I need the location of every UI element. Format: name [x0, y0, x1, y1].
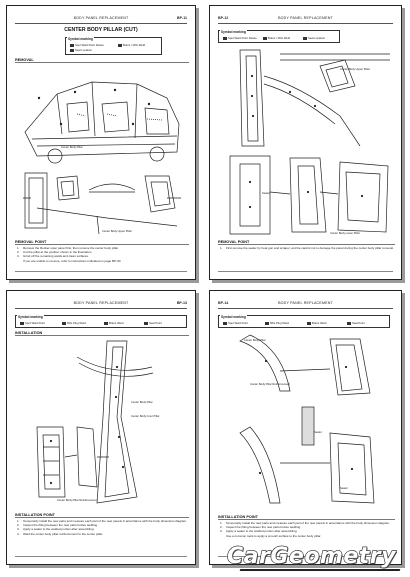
callout-label: Sealer: [314, 431, 322, 434]
step-item: 3.Apply a sealer to the welded portion a…: [17, 527, 95, 532]
page-footer-rule: [15, 556, 187, 558]
manual-page-4: BP-14 BODY PANEL REPLACEMENT Symbol mark…: [209, 290, 402, 565]
legend-item: Braze / MIG Weld: [118, 43, 145, 47]
page-header: BP-12 BODY PANEL REPLACEMENT: [218, 15, 393, 24]
legend-item: Seal Location: [303, 36, 325, 40]
manual-page-3: BODY PANEL REPLACEMENT BP-13 Symbol mark…: [6, 290, 196, 565]
page-header: BODY PANEL REPLACEMENT BP-11: [15, 15, 187, 24]
lower-pillar-illustration: [220, 152, 394, 238]
callout-label: Center Body Lower Pillar: [330, 232, 360, 235]
removal-point-heading: REMOVAL POINT: [15, 240, 189, 245]
upper-joint-illustration: [220, 331, 396, 401]
removal-point-heading: REMOVAL POINT: [218, 240, 395, 245]
callout-label: Center Body Pillar: [244, 339, 266, 342]
removal-heading: REMOVAL: [15, 58, 189, 63]
legend-item: Seal Point: [347, 321, 365, 325]
legend-item: Seal Location: [70, 48, 92, 52]
removal-steps: 1.Remove the Rocker outer panel first, t…: [17, 246, 189, 263]
step-item: 3.Apply a sealer to the welded portion a…: [220, 529, 298, 534]
legend-item: Spot Weld Point: [223, 321, 248, 325]
removal-steps: 1.First remove the sealer by heat gun an…: [220, 246, 395, 250]
installation-heading: INSTALLATION: [15, 331, 189, 336]
page-footer-rule: [15, 271, 187, 273]
page-header: BP-14 BODY PANEL REPLACEMENT: [218, 300, 393, 309]
section-title: CENTER BODY PILLAR (CUT): [64, 27, 138, 33]
legend-item: Spot Weld Point: [20, 321, 45, 325]
callout-label: Center Body Pillar Reinforcement: [57, 499, 97, 502]
page-footer-rule: [218, 556, 393, 558]
legend-item: Braze / MIG Weld: [263, 36, 290, 40]
manual-page-2: BP-12 BODY PANEL REPLACEMENT Symbol mark…: [209, 5, 402, 280]
page-code: BP-13: [176, 301, 187, 305]
step-item: 2.Cut the pillar at the position shown i…: [17, 250, 93, 255]
callout-label: Center Body Pillar Reinforcement: [250, 383, 290, 386]
installation-point-heading: INSTALLATION POINT: [218, 515, 395, 520]
callout-label: Sealer: [262, 192, 270, 195]
legend-item: Braze Weld: [104, 321, 123, 325]
step-item: 2.Inspect the fitting between the new pa…: [17, 523, 98, 528]
callout-label: Sealer: [340, 487, 348, 490]
callout-label: Center Body Pillar: [61, 146, 83, 149]
symbol-legend: Symbol marking Spot Weld Point MIG Plug …: [218, 315, 390, 328]
symbol-legend: Symbol marking Spot Weld Point Delete Br…: [218, 30, 340, 43]
page-footer-rule: [218, 271, 393, 273]
symbol-legend: Symbol marking Spot Weld Point MIG Plug …: [15, 315, 187, 328]
step-item: 1.Temporarily install the new parts and …: [220, 521, 390, 525]
header-title: BODY PANEL REPLACEMENT: [278, 301, 333, 305]
step-item: 3.Grind off the remaining welds and clea…: [17, 254, 89, 259]
page-code: BP-12: [218, 16, 229, 20]
legend-title: Symbol marking: [220, 315, 247, 319]
step-item: 1.First remove the sealer by heat gun an…: [220, 246, 394, 250]
car-body-side-illustration: [17, 64, 189, 164]
pillar-installation-illustration: [17, 337, 189, 507]
header-title: BODY PANEL REPLACEMENT: [278, 16, 333, 20]
installation-point-heading: INSTALLATION POINT: [15, 513, 189, 518]
callout-label: Center Body Upper Pillar: [102, 230, 132, 233]
step-item: 1.Remove the Rocker outer panel first, t…: [17, 246, 119, 250]
installation-steps: 1.Temporarily install the new parts and …: [17, 519, 189, 536]
page-code: BP-11: [177, 16, 187, 20]
legend-item: Seal Point: [144, 321, 162, 325]
header-title: BODY PANEL REPLACEMENT: [73, 16, 129, 20]
manual-page-1: BODY PANEL REPLACEMENT BP-11 CENTER BODY…: [6, 5, 196, 280]
callout-label: Center Body Inner Pillar: [131, 415, 160, 418]
callout-label: Center Body Upper Pillar: [340, 68, 370, 71]
pillar-cut-detail-illustration: [17, 168, 189, 238]
legend-title: Symbol marking: [67, 37, 94, 41]
step-item: 4.Weld the center body pillar reinforcem…: [17, 531, 103, 536]
legend-title: Symbol marking: [17, 315, 44, 319]
step-item: If you are unable to remove, refer to in…: [23, 258, 122, 263]
step-item: 2.Inspect the fitting between the new pa…: [220, 525, 301, 530]
legend-item: MIG Plug Weld: [265, 321, 289, 325]
watermark-logo: CarGeometry: [226, 543, 396, 569]
watermark-underline: [239, 569, 401, 571]
legend-item: Spot Weld Point Delete: [70, 43, 104, 47]
callout-label: Center Body Pillar: [131, 401, 153, 404]
symbol-legend: Symbol marking Spot Weld Point Delete Br…: [65, 37, 162, 55]
page-code: BP-14: [218, 301, 229, 305]
installation-steps: 1.Temporarily install the new parts and …: [220, 521, 395, 538]
header-title: BODY PANEL REPLACEMENT: [73, 301, 129, 305]
legend-item: Braze Weld: [307, 321, 326, 325]
legend-item: Spot Weld Point Delete: [223, 36, 257, 40]
step-item: Use a common tools to apply a smooth sur…: [226, 533, 322, 538]
page-header: BODY PANEL REPLACEMENT BP-13: [15, 300, 187, 309]
lower-joint-illustration: [220, 403, 396, 513]
legend-title: Symbol marking: [220, 30, 247, 34]
upper-pillar-illustration: [220, 46, 394, 151]
legend-item: MIG Plug Weld: [62, 321, 86, 325]
step-item: 1.Temporarily install the new parts and …: [17, 519, 187, 523]
